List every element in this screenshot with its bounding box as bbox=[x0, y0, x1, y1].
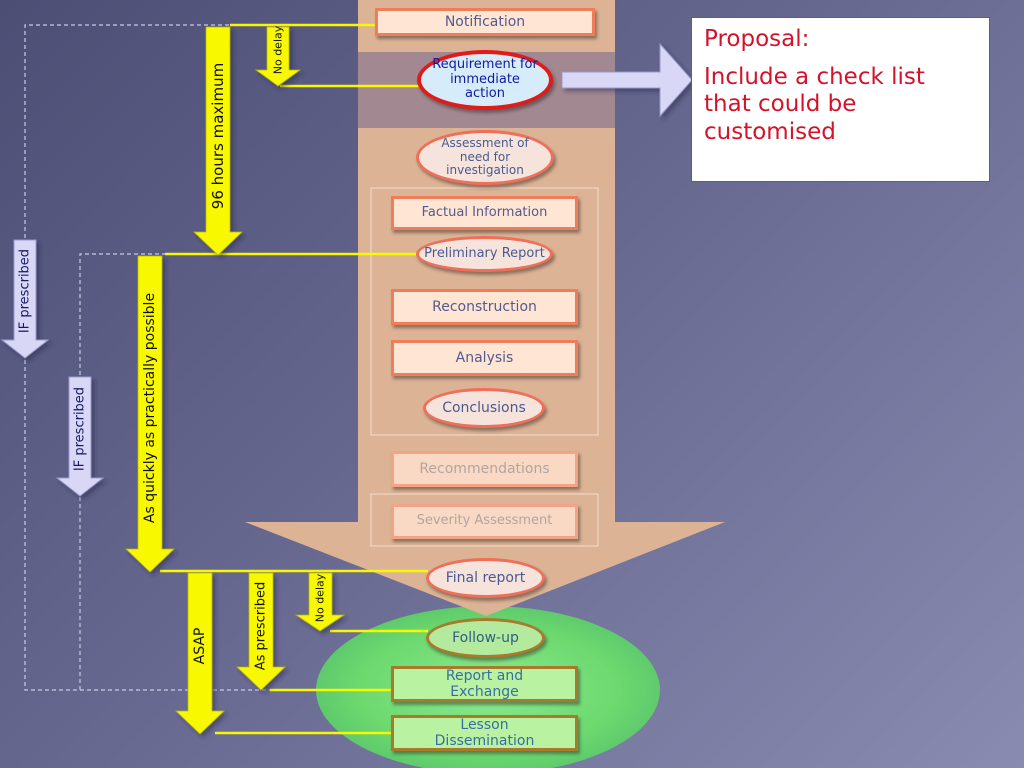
proposal-pointer-arrow bbox=[561, 42, 693, 118]
connector-lines bbox=[160, 23, 428, 735]
arrow-as-quickly bbox=[125, 255, 175, 573]
proposal-note: Proposal: Include a check list that coul… bbox=[691, 17, 990, 182]
label-no-delay-top: No delay bbox=[271, 25, 285, 75]
label-no-delay-bottom: No delay bbox=[313, 573, 327, 623]
label-if-prescribed-outer: IF prescribed bbox=[17, 248, 33, 334]
lesson-dissemination-box: Lesson Dissemination bbox=[391, 715, 578, 751]
timeline-yellow-arrows bbox=[125, 26, 346, 735]
label-96-hours: 96 hours maximum bbox=[209, 62, 227, 210]
proposal-heading: Proposal: bbox=[704, 26, 810, 52]
recommendations-box: Recommendations bbox=[391, 451, 578, 487]
conclusions-oval: Conclusions bbox=[423, 388, 545, 428]
arrow-96-hours bbox=[193, 26, 243, 256]
proposal-body: Include a check list that could be custo… bbox=[704, 63, 925, 145]
notification-box: Notification bbox=[375, 8, 595, 36]
requirement-immediate-action-oval: Requirement for immediate action bbox=[417, 50, 553, 110]
if-prescribed-inner-arrow bbox=[55, 376, 105, 497]
arrow-no-delay-top bbox=[254, 26, 302, 87]
analysis-box: Analysis bbox=[391, 340, 578, 376]
preliminary-report-oval: Preliminary Report bbox=[416, 236, 553, 272]
arrow-as-prescribed bbox=[236, 572, 286, 691]
report-exchange-box: Report and Exchange bbox=[391, 666, 578, 702]
label-asap: ASAP bbox=[192, 627, 208, 665]
assessment-need-oval: Assessment of need for investigation bbox=[416, 130, 554, 185]
arrow-asap bbox=[175, 572, 225, 735]
follow-up-oval: Follow-up bbox=[426, 618, 545, 658]
label-as-prescribed: As prescribed bbox=[253, 581, 269, 671]
label-as-quickly: As quickly as practically possible bbox=[142, 292, 158, 524]
label-if-prescribed-inner: IF prescribed bbox=[72, 386, 88, 472]
severity-assessment-box: Severity Assessment bbox=[391, 504, 578, 539]
if-prescribed-outer-arrow bbox=[0, 239, 50, 359]
factual-information-box: Factual Information bbox=[391, 196, 578, 230]
reconstruction-box: Reconstruction bbox=[391, 289, 578, 325]
final-report-oval: Final report bbox=[426, 558, 545, 598]
investigation-group-outline bbox=[370, 187, 599, 436]
arrow-no-delay-bottom bbox=[294, 572, 346, 632]
severity-group-outline bbox=[370, 493, 599, 547]
